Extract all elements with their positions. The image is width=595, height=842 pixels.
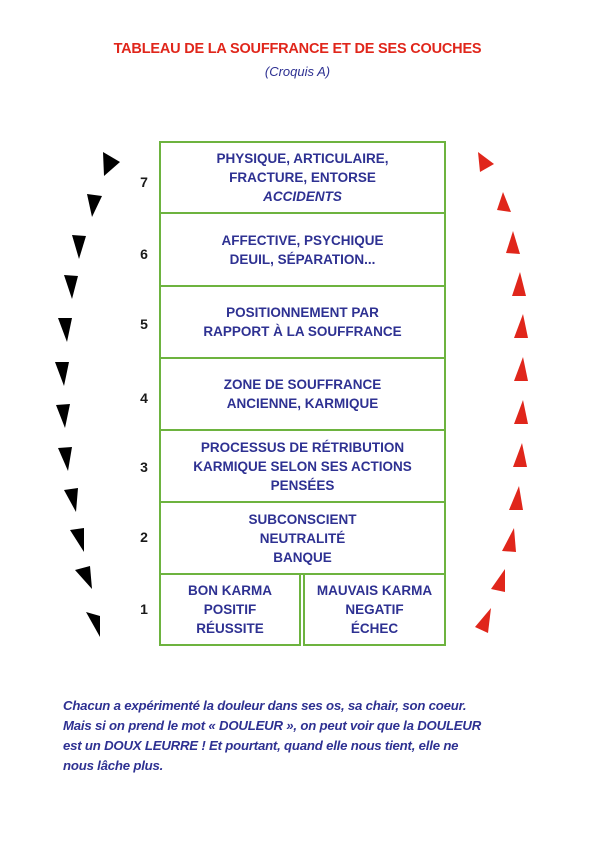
caption-paragraph: Chacun a expérimenté la douleur dans ses…	[63, 696, 563, 776]
layer-1-right-box: MAUVAIS KARMA NEGATIF ÉCHEC	[303, 573, 446, 646]
layer-1-left-line2: POSITIF	[203, 602, 257, 617]
arrow-down-icon	[75, 566, 92, 589]
layer-5-box: POSITIONNEMENT PAR RAPPORT À LA SOUFFRAN…	[159, 285, 446, 359]
layer-number-3: 3	[140, 459, 148, 475]
layer-4-box: ZONE DE SOUFFRANCE ANCIENNE, KARMIQUE	[159, 357, 446, 431]
arrow-down-icon	[70, 528, 84, 552]
layer-2-line1: SUBCONSCIENT	[248, 511, 357, 527]
layer-number-6: 6	[140, 246, 148, 262]
arrow-up-icon	[509, 486, 523, 510]
arrow-down-icon	[55, 362, 69, 386]
arrow-up-icon	[491, 569, 505, 592]
layer-1-right-line3: ÉCHEC	[350, 621, 399, 636]
layer-4-line2: ANCIENNE, KARMIQUE	[226, 396, 379, 411]
arrow-up-icon	[475, 608, 491, 633]
layer-number-2: 2	[140, 529, 148, 545]
layer-2-line2: NEUTRALITÉ	[259, 530, 346, 546]
layer-1-left-line3: RÉUSSITE	[196, 621, 264, 636]
caption-line-1: Chacun a expérimenté la douleur dans ses…	[63, 698, 467, 713]
layer-6-line1: AFFECTIVE, PSYCHIQUE	[221, 232, 384, 248]
layer-5-line2: RAPPORT À LA SOUFFRANCE	[203, 324, 402, 339]
arrow-up-icon	[506, 231, 520, 254]
arrow-down-icon	[64, 488, 78, 512]
layer-1-left-box: BON KARMA POSITIF RÉUSSITE	[159, 573, 301, 646]
arrow-down-icon	[103, 152, 120, 176]
left-arrow-column	[55, 152, 120, 637]
page-title: TABLEAU DE LA SOUFFRANCE ET DE SES COUCH…	[113, 41, 482, 57]
layer-number-1: 1	[140, 601, 148, 617]
layer-7-box: PHYSIQUE, ARTICULAIRE, FRACTURE, ENTORSE…	[159, 141, 446, 214]
arrow-up-icon	[514, 400, 528, 424]
arrow-up-icon	[514, 314, 528, 338]
layer-3-line1: PROCESSUS DE RÉTRIBUTION	[200, 439, 405, 455]
arrow-up-icon	[512, 272, 526, 296]
arrow-up-icon	[497, 192, 511, 212]
layer-6-box: AFFECTIVE, PSYCHIQUE DEUIL, SÉPARATION..…	[159, 212, 446, 287]
arrow-up-icon	[513, 443, 527, 467]
arrow-down-icon	[58, 447, 72, 471]
layer-number-7: 7	[140, 174, 148, 190]
arrow-down-icon	[64, 275, 78, 299]
caption-line-3: est un DOUX LEURRE ! Et pourtant, quand …	[63, 738, 459, 753]
caption-line-4: nous lâche plus.	[63, 758, 164, 773]
page-subtitle: (Croquis A)	[264, 64, 331, 79]
arrow-up-icon	[514, 357, 528, 381]
layer-2-box: SUBCONSCIENT NEUTRALITÉ BANQUE	[159, 501, 446, 575]
arrow-down-icon	[56, 404, 70, 428]
layer-4-line1: ZONE DE SOUFFRANCE	[223, 377, 382, 392]
layer-6-line2: DEUIL, SÉPARATION...	[229, 251, 376, 267]
layer-2-line3: BANQUE	[273, 549, 332, 565]
arrow-down-icon	[58, 318, 72, 342]
layer-1-right-line1: MAUVAIS KARMA	[316, 583, 433, 598]
layer-5-line1: POSITIONNEMENT PAR	[226, 305, 379, 320]
arrow-up-icon	[502, 528, 516, 552]
layer-3-box: PROCESSUS DE RÉTRIBUTION KARMIQUE SELON …	[159, 429, 446, 503]
layer-1-left-line1: BON KARMA	[188, 583, 272, 598]
arrow-up-icon	[478, 152, 494, 172]
layer-3-line2: KARMIQUE SELON SES ACTIONS	[193, 458, 412, 474]
layer-7-line2: FRACTURE, ENTORSE	[229, 170, 376, 185]
arrow-down-icon	[86, 612, 100, 637]
caption-line-2: Mais si on prend le mot « DOULEUR », on …	[63, 718, 482, 733]
right-arrow-column	[475, 152, 528, 633]
layer-3-line3: PENSÉES	[270, 477, 335, 493]
layer-number-5: 5	[140, 316, 148, 332]
layer-1-right-line2: NEGATIF	[345, 602, 404, 617]
layer-7-line1: PHYSIQUE, ARTICULAIRE,	[216, 151, 389, 166]
layer-7-accidents: ACCIDENTS	[263, 189, 342, 204]
layer-number-4: 4	[140, 390, 148, 406]
arrow-down-icon	[72, 235, 86, 259]
arrow-down-icon	[87, 194, 102, 217]
